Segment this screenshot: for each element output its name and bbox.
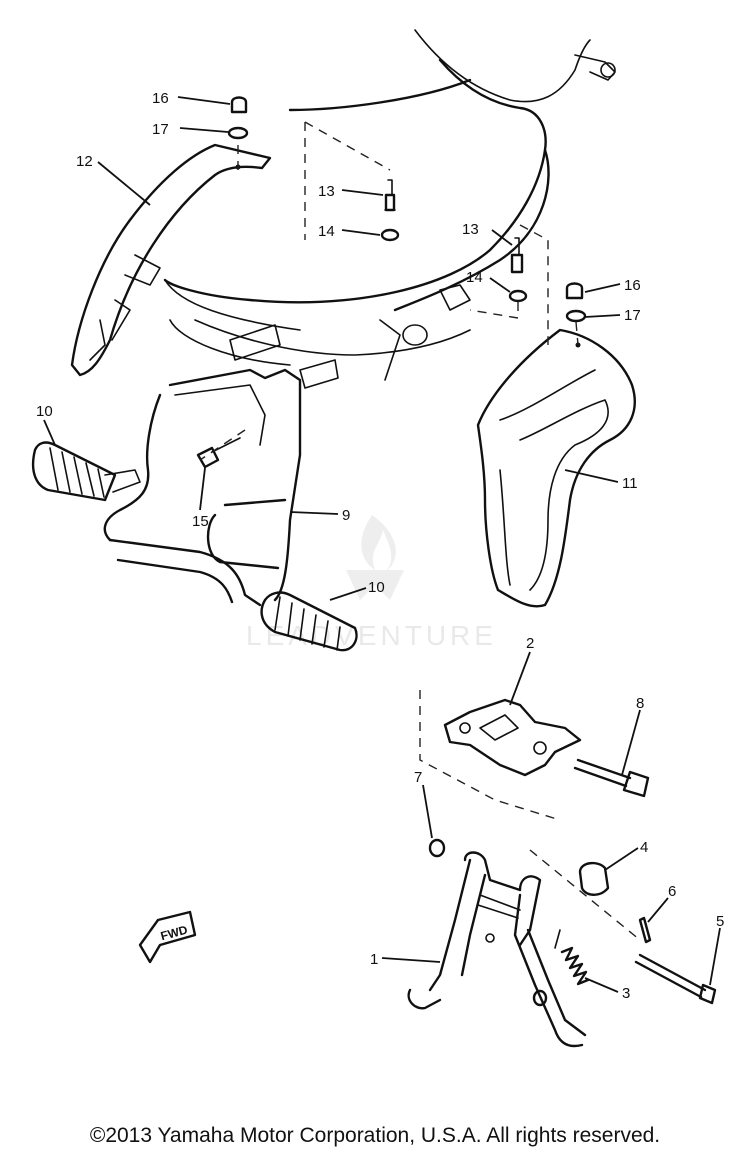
callout-13: 13 bbox=[318, 183, 335, 200]
frame-outline bbox=[163, 29, 616, 366]
callout-15: 15 bbox=[192, 513, 209, 530]
assembly-dashes-top bbox=[199, 121, 579, 461]
callout-16: 16 bbox=[152, 90, 169, 107]
fasteners bbox=[196, 96, 587, 469]
fwd-arrow: FWD bbox=[138, 910, 197, 964]
footpeg-rubber-right bbox=[260, 591, 358, 652]
fwd-label: FWD bbox=[159, 923, 189, 944]
callout-17: 17 bbox=[624, 307, 641, 324]
stand-hardware bbox=[428, 838, 717, 1005]
main-stand bbox=[407, 851, 590, 1048]
callout-14: 14 bbox=[318, 223, 335, 240]
footpeg-rubber-left bbox=[31, 441, 141, 502]
callout-5: 5 bbox=[716, 913, 724, 930]
copyright-notice: ©2013 Yamaha Motor Corporation, U.S.A. A… bbox=[89, 1124, 661, 1147]
callout-1: 1 bbox=[370, 951, 378, 968]
callout-10: 10 bbox=[368, 579, 385, 596]
callout-7: 7 bbox=[414, 769, 422, 786]
callout-11: 11 bbox=[622, 475, 638, 492]
footrest-bar bbox=[103, 284, 471, 607]
callout-2: 2 bbox=[526, 635, 534, 652]
stand-bracket bbox=[419, 690, 582, 821]
callout-labels: 16 17 12 13 14 13 14 16 17 11 10 9 15 10… bbox=[36, 90, 724, 1002]
callout-9: 9 bbox=[342, 507, 350, 524]
callout-6: 6 bbox=[668, 883, 676, 900]
pivot-bolt bbox=[573, 758, 650, 798]
callout-12: 12 bbox=[76, 153, 93, 170]
side-cover-left bbox=[70, 143, 272, 377]
callout-16: 16 bbox=[624, 277, 641, 294]
callout-13: 13 bbox=[462, 221, 479, 238]
side-cover-right bbox=[476, 328, 636, 608]
callout-4: 4 bbox=[640, 839, 648, 856]
watermark-logo: LEADVENTURE bbox=[246, 515, 493, 651]
callout-10: 10 bbox=[36, 403, 53, 420]
callout-3: 3 bbox=[622, 985, 630, 1002]
callout-17: 17 bbox=[152, 121, 169, 138]
leader-lines bbox=[43, 96, 721, 993]
callout-14: 14 bbox=[466, 269, 483, 286]
callout-8: 8 bbox=[636, 695, 644, 712]
